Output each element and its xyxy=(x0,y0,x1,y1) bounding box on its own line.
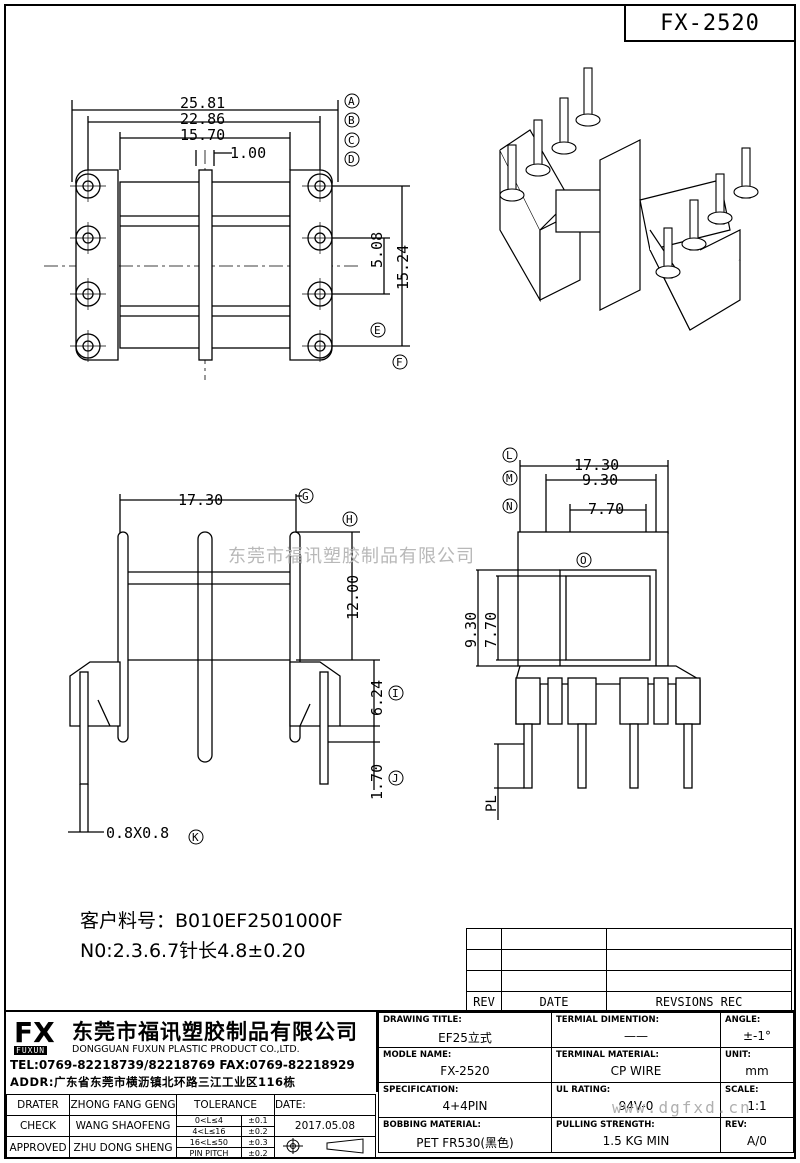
bobbin-value: PET FR530(黑色) xyxy=(416,1136,514,1150)
company-en-name: DONGGUAN FUXUN PLASTIC PRODUCT CO.,LTD. xyxy=(72,1044,300,1055)
approved-label: APPROVED xyxy=(6,1136,70,1159)
company-header: FX FUXUN 东莞市福讯塑胶制品有限公司 DONGGUAN FUXUN PL… xyxy=(6,1012,378,1092)
date-label: DATE: xyxy=(273,1094,377,1116)
date-value: 2017.05.08 xyxy=(273,1115,377,1137)
callout-M: M xyxy=(506,472,513,485)
front-view xyxy=(68,494,380,833)
dim-A: 25.81 xyxy=(180,94,225,112)
dim-J: 1.70 xyxy=(368,764,386,800)
tol2-value: ±0.2 xyxy=(240,1125,275,1137)
dim-I: 6.24 xyxy=(368,680,386,716)
fx-logo-sub: FUXUN xyxy=(14,1046,48,1055)
approved-value: ZHU DONG SHENG xyxy=(69,1136,177,1159)
drawing-title-label: DRAWING TITLE: xyxy=(383,1015,462,1025)
model-value: FX-2520 xyxy=(440,1064,490,1078)
rev-label: REV: xyxy=(725,1120,747,1130)
callout-I: I xyxy=(392,687,399,700)
tol2: 4<L≤16 xyxy=(176,1125,242,1137)
ul-value: 94V-0 xyxy=(618,1099,654,1113)
projection-symbol xyxy=(273,1136,377,1159)
dim-B: 22.86 xyxy=(180,110,225,128)
dim-G: 17.30 xyxy=(178,491,223,509)
model-label: MODLE NAME: xyxy=(383,1050,452,1060)
signoff-table: DRATER ZHONG FANG GENG TOLERANCE DATE: C… xyxy=(6,1094,377,1159)
callout-K: K xyxy=(192,831,199,844)
model-number-box: FX-2520 xyxy=(624,4,796,42)
tolerance-label: TOLERANCE xyxy=(176,1094,275,1116)
tol4-value: ±0.2 xyxy=(240,1147,275,1159)
unit-value: mm xyxy=(745,1064,769,1078)
tol1: 0<L≤4 xyxy=(176,1115,242,1127)
dim-L: 17.30 xyxy=(574,456,619,474)
drater-label: DRATER xyxy=(6,1094,70,1116)
terminal-mat-label: TERMINAL MATERIAL: xyxy=(556,1050,659,1060)
bobbin-label: BOBBING MATERIAL: xyxy=(383,1120,481,1130)
title-block: FX FUXUN 东莞市福讯塑胶制品有限公司 DONGGUAN FUXUN PL… xyxy=(6,1010,794,1159)
terminal-dim-value: —— xyxy=(624,1029,648,1043)
dim-C: 15.70 xyxy=(180,126,225,144)
top-view xyxy=(44,100,410,380)
callout-C: C xyxy=(348,134,355,147)
callout-N: N xyxy=(506,500,513,513)
technical-drawing: 25.81 22.86 15.70 1.00 5.08 15.24 xyxy=(44,67,759,845)
scale-value: 1:1 xyxy=(747,1099,767,1113)
side-view xyxy=(476,460,701,820)
pin-length-note: N0:2.3.6.7针长4.8±0.20 xyxy=(80,940,306,962)
callout-D: D xyxy=(348,153,355,166)
rev-value: A/0 xyxy=(747,1134,767,1148)
drawing-info-table: DRAWING TITLE: EF25立式 TERMIAL DIMENTION: —… xyxy=(378,1012,794,1153)
watermark-url: www.dgfxd.cn xyxy=(612,1098,752,1117)
dim-D: 1.00 xyxy=(230,144,266,162)
dim-M: 9.30 xyxy=(582,471,618,489)
rec-header: REVSIONS REC xyxy=(606,991,792,1013)
callout-G: G xyxy=(302,490,309,503)
dim-PL: PL xyxy=(484,795,500,812)
check-label: CHECK xyxy=(6,1115,70,1137)
check-value: WANG SHAOFENG xyxy=(69,1115,177,1137)
drawing-title-value: EF25立式 xyxy=(438,1031,492,1045)
dim-F: 15.24 xyxy=(394,245,412,290)
spec-label: SPECIFICATION: xyxy=(383,1085,459,1095)
watermark-company: 东莞市福讯塑胶制品有限公司 xyxy=(228,546,475,567)
dim-E: 5.08 xyxy=(368,232,386,268)
tol3: 16<L≤50 xyxy=(176,1136,242,1148)
dim-H: 12.00 xyxy=(344,575,362,620)
angle-label: ANGLE: xyxy=(725,1015,761,1025)
revision-table: REV DATE REVSIONS REC xyxy=(466,928,792,1013)
callout-H: H xyxy=(346,513,353,526)
unit-label: UNIT: xyxy=(725,1050,751,1060)
tol4: PIN PITCH xyxy=(176,1147,242,1159)
dim-K: 0.8X0.8 xyxy=(106,824,169,842)
ul-label: UL RATING: xyxy=(556,1085,611,1095)
fx-logo: FX xyxy=(14,1016,55,1049)
drater-value: ZHONG FANG GENG xyxy=(69,1094,177,1116)
terminal-mat-value: CP WIRE xyxy=(610,1064,662,1078)
projection-icon xyxy=(282,1138,364,1154)
pull-label: PULLING STRENGTH: xyxy=(556,1120,655,1130)
company-cn-name: 东莞市福讯塑胶制品有限公司 xyxy=(72,1020,358,1044)
tol3-value: ±0.3 xyxy=(240,1136,275,1148)
callout-B: B xyxy=(348,114,355,127)
company-address: ADDR:广东省东莞市横沥镇北环路三江工业区116栋 xyxy=(10,1075,296,1089)
dim-O1: 9.30 xyxy=(462,612,480,648)
customer-part-number: 客户料号：B010EF2501000F xyxy=(80,910,343,932)
scale-label: SCALE: xyxy=(725,1085,759,1095)
dim-O2: 7.70 xyxy=(482,612,500,648)
callout-E: E xyxy=(374,324,381,337)
callout-L: L xyxy=(506,449,513,462)
company-tel: TEL:0769-82218739/82218769 FAX:0769-8221… xyxy=(10,1058,355,1072)
callout-J: J xyxy=(392,772,399,785)
callout-A: A xyxy=(348,95,355,108)
isometric-view xyxy=(499,67,759,331)
pull-value: 1.5 KG MIN xyxy=(602,1134,670,1148)
callout-F: F xyxy=(396,356,403,369)
drawing-sheet xyxy=(4,4,796,1159)
spec-value: 4+4PIN xyxy=(442,1099,488,1113)
dim-N: 7.70 xyxy=(588,500,624,518)
callout-O: O xyxy=(580,554,587,567)
angle-value: ±-1° xyxy=(742,1029,772,1043)
tol1-value: ±0.1 xyxy=(240,1115,275,1127)
terminal-dim-label: TERMIAL DIMENTION: xyxy=(556,1015,660,1025)
